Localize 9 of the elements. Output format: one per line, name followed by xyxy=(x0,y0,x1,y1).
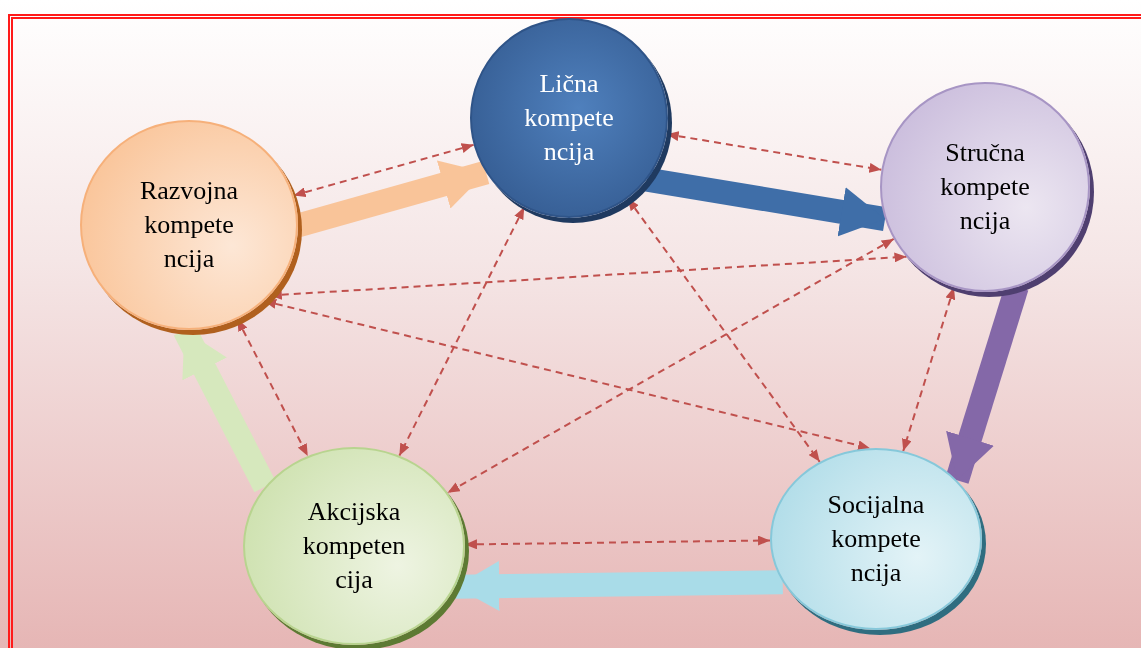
block-arrow xyxy=(455,561,783,612)
circle-label: Lična kompete ncija xyxy=(523,68,615,168)
circle-label: Socijalna kompete ncija xyxy=(826,489,926,589)
circle-label: Razvojna kompete ncija xyxy=(138,175,240,275)
dashed-arrow xyxy=(446,237,895,494)
circle-label: Akcijska kompeten cija xyxy=(301,496,407,596)
dashed-arrow xyxy=(398,206,526,457)
block-arrow xyxy=(645,167,887,237)
circle-label: Stručna kompete ncija xyxy=(939,137,1031,237)
